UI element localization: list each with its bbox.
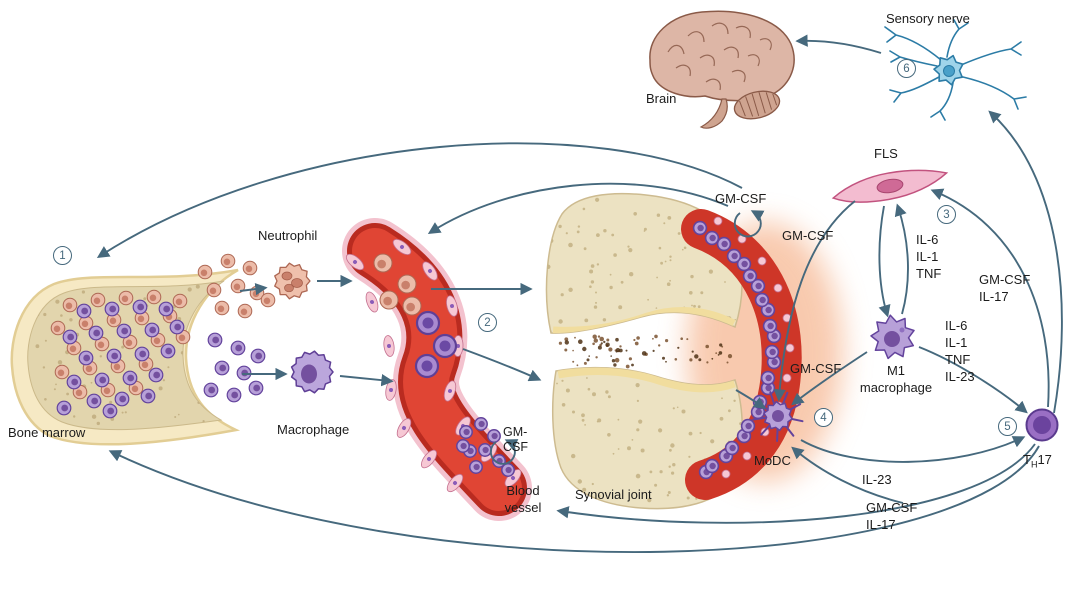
synovial-joint-label: Synovial joint: [575, 487, 652, 502]
gmcsf-label-m1-modc: GM-CSF: [790, 361, 842, 376]
arrow-m1-to-fls: [894, 203, 909, 315]
label-line: Blood: [506, 483, 540, 498]
step-badge-5: 5: [998, 417, 1017, 436]
step-badge-4: 4: [814, 408, 833, 427]
signal-arrows: [96, 34, 1063, 553]
bone-marrow-illustration: [10, 253, 276, 446]
sensory-nerve-label: Sensory nerve: [886, 11, 970, 26]
cytokine-line: TNF: [916, 266, 942, 281]
cerebellum: [733, 90, 781, 120]
cytokine-stack-th17-to-fls: GM-CSF IL-17: [979, 271, 1030, 305]
macrophage-cell: [290, 350, 334, 394]
modc-cell: [752, 391, 804, 442]
brain-label: Brain: [646, 91, 677, 106]
arrow-th17-to-nerve: [988, 110, 1063, 414]
cytokine-stack-m1-to-fls: IL-6 IL-1 TNF: [916, 231, 941, 282]
bone-texture: [554, 368, 743, 503]
modc-label: MoDC: [754, 453, 791, 468]
cytokine-line: IL-6: [945, 318, 968, 333]
neutrophil-cell: [274, 262, 311, 300]
arrow-joint-to-modc: [735, 389, 767, 410]
cartilage: [557, 367, 736, 393]
marrow-cells: [50, 253, 276, 419]
brainstem: [699, 98, 728, 129]
step-badge-1: 1: [53, 246, 72, 265]
arrow-modc-to-th17-il23: [800, 436, 1026, 463]
label-line: M1: [886, 363, 906, 378]
cytokine-stack-m1-to-th17: IL-6 IL-1 TNF IL-23: [945, 317, 975, 385]
cytokine-line: IL-1: [945, 335, 968, 350]
th17-t: T: [1023, 452, 1031, 467]
arrow-fls-to-m1: [878, 205, 891, 318]
arrow-th17-to-vessel: [556, 443, 1036, 524]
neutrophil-label: Neutrophil: [258, 228, 318, 243]
cytokine-line: GM-CSF: [866, 500, 918, 515]
arrow-fls-to-modc: [773, 200, 856, 402]
m1-macrophage-cell: [870, 314, 915, 360]
arrow-th17-to-modc: [791, 446, 904, 504]
arrow-m1-to-th17: [918, 346, 1028, 414]
il23-label: IL-23: [862, 472, 892, 487]
cytokine-line: IL-1: [916, 249, 939, 264]
vessel-cells: [373, 253, 515, 477]
m1-macrophage-label: M1 macrophage: [856, 362, 936, 396]
step-badge-6: 6: [897, 59, 916, 78]
nerve-soma: [933, 54, 964, 86]
synovial-joint-illustration: [545, 192, 802, 510]
gmcsf-label-vessel: GM- CSF: [503, 425, 528, 455]
gmcsf-label-fls-modc: GM-CSF: [782, 228, 834, 243]
blood-vessel-illustration: [342, 218, 532, 521]
fls-label: FLS: [874, 146, 898, 161]
label-line: vessel: [504, 500, 542, 515]
arrow-gmcsf-self-loop-vessel: [489, 439, 519, 465]
arrow-nerve-to-brain: [795, 34, 882, 54]
label-line: CSF: [503, 440, 528, 454]
arrow-gmcsf-self-loop-joint: [733, 210, 765, 238]
label-line: macrophage: [859, 380, 933, 395]
th17-num: 17: [1037, 452, 1052, 467]
th17-label: TH17: [1023, 451, 1052, 474]
cytokine-stack-th17-bottom: GM-CSF IL-17: [866, 499, 917, 533]
arrow-gmcsf-to-bone-marrow: [96, 142, 743, 259]
nerve-dendrites: [884, 19, 1027, 121]
arrow-marrow-to-neutrophil: [239, 282, 268, 296]
brain-illustration: [649, 10, 795, 129]
brain-gyri: [667, 22, 772, 91]
label-line: GM-: [503, 425, 528, 439]
cytokine-line: TNF: [945, 352, 971, 367]
cytokine-line: IL-23: [945, 369, 975, 384]
arrow-gmcsf-to-vessel: [427, 182, 729, 234]
th17-sub: H: [1030, 459, 1038, 470]
synovium-cells: [692, 220, 782, 480]
arrow-m1-to-modc: [791, 351, 868, 406]
gmcsf-label-joint: GM-CSF: [715, 191, 767, 206]
bone-marrow-label: Bone marrow: [8, 425, 86, 440]
arrow-th17-to-fls: [930, 188, 1050, 408]
th17-cell: [1025, 408, 1059, 442]
fls-cell: [831, 169, 949, 203]
arrow-vessel-to-joint-mid: [462, 348, 542, 382]
cytokine-line: IL-17: [979, 289, 1009, 304]
step-badge-2: 2: [478, 313, 497, 332]
cytokine-line: IL-17: [866, 517, 896, 532]
arrow-th17-to-bone-marrow: [108, 445, 1040, 553]
arrow-macrophage-to-vessel: [339, 373, 394, 387]
joint-space-texture: [558, 334, 733, 369]
sensory-nerve-illustration: [884, 19, 1027, 121]
macrophage-label: Macrophage: [277, 422, 350, 437]
step-badge-3: 3: [937, 205, 956, 224]
blood-vessel-label: Blood vessel: [494, 482, 552, 516]
cytokine-line: GM-CSF: [979, 272, 1031, 287]
cytokine-line: IL-6: [916, 232, 939, 247]
